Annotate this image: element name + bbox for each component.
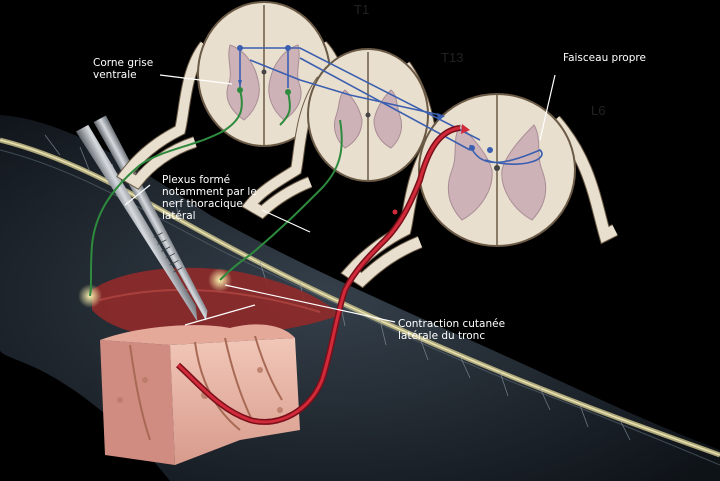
label-corne-grise: Corne grise ventrale xyxy=(93,57,153,81)
label-contraction: Contraction cutanée latérale du tronc xyxy=(398,318,505,342)
skin-block xyxy=(100,340,175,465)
segment-label-l6: L6 xyxy=(591,103,605,118)
segment-label-t13: T13 xyxy=(441,50,463,65)
label-plexus: Plexus formé notamment par le nerf thora… xyxy=(162,174,257,222)
segment-label-t1: T1 xyxy=(354,2,369,17)
label-faisceau-propre: Faisceau propre xyxy=(563,52,646,64)
